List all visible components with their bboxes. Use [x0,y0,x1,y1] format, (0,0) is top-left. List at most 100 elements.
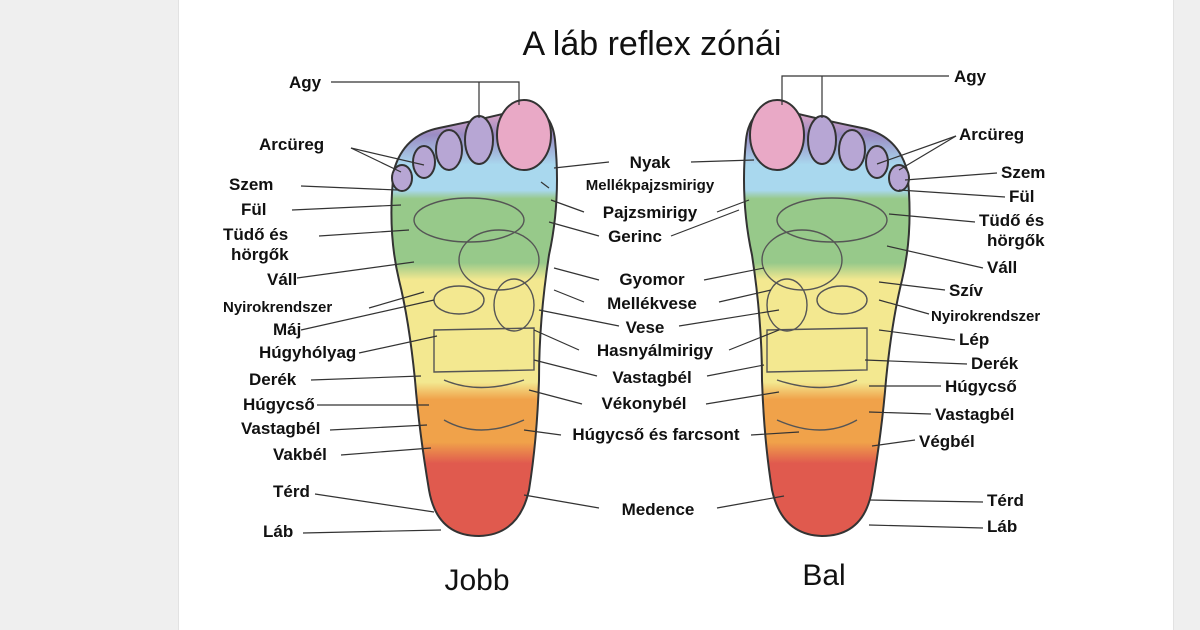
right-leader-4 [300,185,398,191]
label-hugycso-left: Húgycső [945,377,1017,396]
center-leader-0 [553,161,610,169]
right-leader-14 [340,447,432,456]
center-leader-21 [523,494,600,509]
center-leader-19 [523,429,562,436]
right-toe-5 [391,164,413,192]
label-ful-right: Fül [241,200,267,219]
diagram-title: A láb reflex zónái [523,25,782,63]
center-leader-10 [718,289,772,303]
left-foot-organ-outlines [761,197,888,431]
content-card: A láb reflex zónái [178,0,1174,630]
label-gyomor: Gyomor [619,270,685,289]
center-leader-20 [750,431,800,436]
label-lep-left: Lép [959,330,989,349]
label-medence: Medence [622,500,695,519]
left-leader-9 [878,299,930,315]
right-foot-toes [391,99,552,192]
label-arcureg-left: Arcüreg [959,125,1024,144]
label-agy-left: Agy [954,67,987,86]
left-big-toe [749,99,805,171]
label-pajzsmirigy: Pajzsmirigy [603,203,698,222]
left-leader-8 [878,281,946,291]
left-foot-leader-lines [781,75,1006,529]
right-big-toe [496,99,552,171]
label-derek-right: Derék [249,370,297,389]
left-leader-16 [868,524,984,529]
right-leader-16 [302,529,442,534]
label-nyirok-left: Nyirokrendszer [931,308,1040,325]
label-mellekpajzsmirigy: Mellékpajzsmirigy [586,177,715,194]
left-outer-labels: Agy Arcüreg Szem Fül Tüdő és hörgők Váll… [919,67,1045,536]
label-ful-left: Fül [1009,187,1035,206]
label-agy-right: Agy [289,73,322,92]
label-hugyholyag-right: Húgyhólyag [259,343,356,362]
label-vekonybel: Vékonybél [601,394,686,413]
left-leader-4 [904,172,998,181]
label-hugycso-right: Húgycső [243,395,315,414]
right-leader-3 [350,147,425,166]
left-leader-7 [886,245,984,269]
label-lab-left: Láb [987,517,1017,536]
label-lab-right: Láb [263,522,293,541]
left-leader-10 [878,329,956,341]
right-toe-4 [412,145,436,179]
right-leader-13 [329,424,428,431]
label-vall-right: Váll [267,270,297,289]
right-leader-11 [310,375,422,381]
right-foot-organ-outlines [413,197,540,431]
label-vese: Vese [626,318,665,337]
label-terd-left: Térd [987,491,1024,510]
left-leader-2 [898,135,957,171]
left-toe-2 [807,115,837,165]
left-leader-5 [898,189,1006,198]
left-toe-4 [865,145,889,179]
center-leader-5 [548,221,600,237]
label-sziv-left: Szív [949,281,984,300]
right-leader-5 [291,204,402,211]
center-leader-7 [553,267,600,281]
left-leader-14 [871,439,916,447]
right-leader-10 [358,335,438,354]
label-nyak: Nyak [630,153,671,172]
center-leader-11 [538,309,620,327]
right-foot-label: Jobb [444,564,509,597]
right-outer-labels: Agy Arcüreg Szem Fül Tüdő és hörgők Váll… [223,73,356,541]
center-leader-22 [716,495,785,509]
label-vakbel-right: Vakbél [273,445,327,464]
left-foot-toes [749,99,910,192]
label-horgok-right: hörgők [231,245,289,264]
left-leader-6 [888,213,976,223]
center-leader-1 [690,159,755,163]
center-leader-6 [670,209,740,237]
center-leader-8 [703,267,765,281]
label-vastagbel-left: Vastagbél [935,405,1014,424]
label-hasnyalmirigy: Hasnyálmirigy [597,341,714,360]
label-horgok-left: hörgők [987,231,1045,250]
label-tudo-right: Tüdő és [223,225,288,244]
center-labels: Nyak Mellékpajzsmirigy Pajzsmirigy Gerin… [572,153,740,519]
right-leader-2 [350,147,402,173]
label-arcureg-right: Arcüreg [259,135,324,154]
right-leader-7 [296,261,415,279]
center-leader-15 [533,359,598,377]
left-foot-label: Bal [802,559,845,592]
right-leader-8 [368,291,425,309]
left-toe-5 [888,164,910,192]
label-maj-right: Máj [273,320,301,339]
center-leader-9 [553,289,585,303]
left-leader-15 [868,499,984,503]
right-toe-3 [435,129,463,171]
right-foot [390,99,558,538]
label-nyirok-right: Nyirokrendszer [223,299,332,316]
label-derek-left: Derék [971,354,1019,373]
label-hugycso-farcsont: Húgycső és farcsont [572,425,740,444]
center-leader-14 [728,329,780,351]
center-leader-17 [528,389,583,405]
left-toe-3 [838,129,866,171]
right-toe-2 [464,115,494,165]
label-vastagbel-right: Vastagbél [241,419,320,438]
label-tudo-left: Tüdő és [979,211,1044,230]
foot-reflexology-diagram: A láb reflex zónái [223,25,1045,597]
label-terd-right: Térd [273,482,310,501]
center-leader-3 [550,199,585,213]
